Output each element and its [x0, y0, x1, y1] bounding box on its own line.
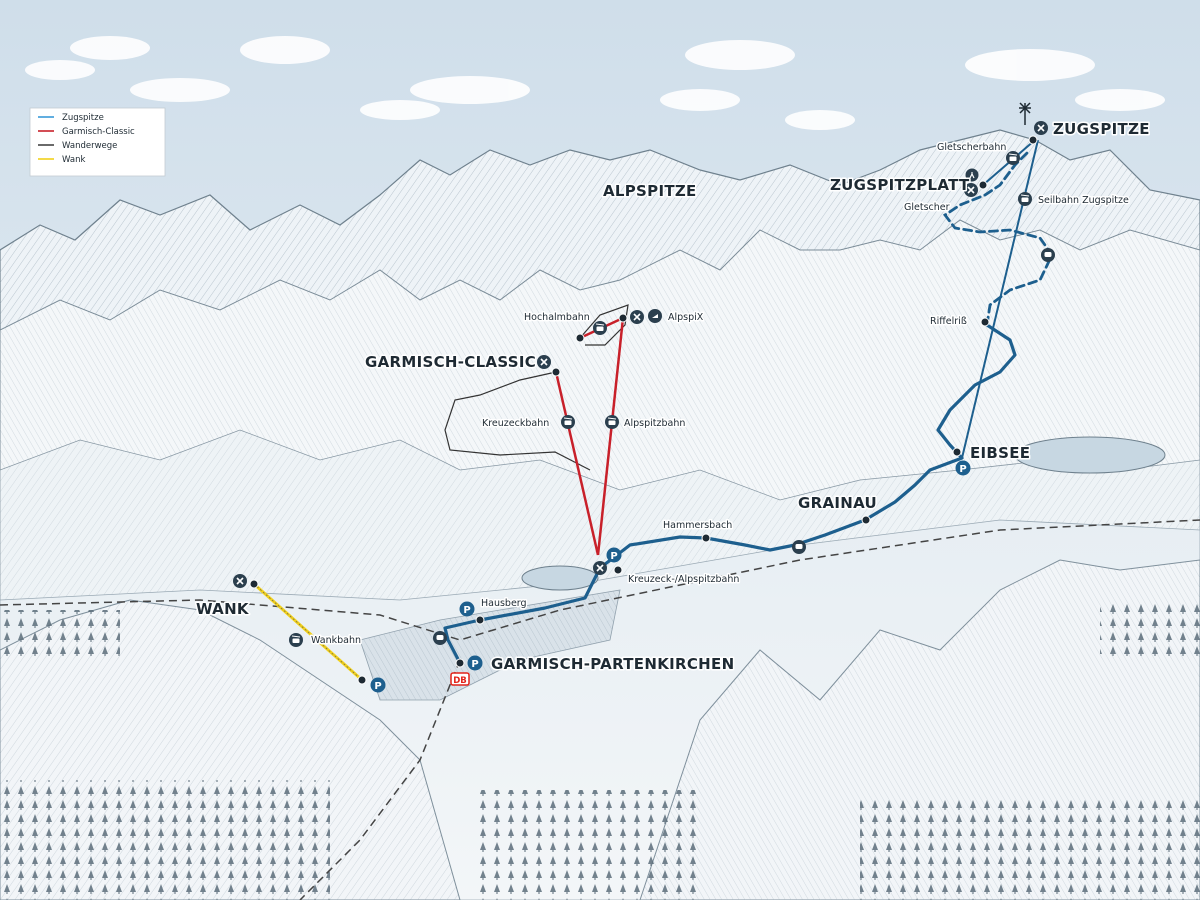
dot-zugspitze[interactable]	[1028, 135, 1038, 145]
restaurant-icon[interactable]	[964, 183, 978, 197]
legend-box	[29, 107, 166, 177]
label-gletscherbahn[interactable]: Gletscherbahn	[936, 141, 1008, 155]
dot-kreuzeck-alpspitzbahn[interactable]	[613, 565, 623, 575]
legend-item: Wanderwege	[38, 141, 117, 151]
parking-icon[interactable]: P	[955, 460, 971, 476]
wankbahn-line-edge	[253, 583, 363, 681]
forests	[0, 600, 1200, 900]
parking-badges: P P P P P	[370, 460, 971, 693]
dot-alpspix[interactable]	[618, 313, 628, 323]
svg-text:P: P	[610, 551, 617, 562]
legend-item: Garmisch-Classic	[38, 127, 135, 137]
icon-badges	[233, 121, 1055, 647]
cable-car-icon[interactable]	[605, 415, 619, 429]
train-icon[interactable]	[1041, 248, 1055, 262]
dot-zugspitzplatt[interactable]	[978, 180, 988, 190]
label-seilbahn-zugspitze[interactable]: Seilbahn Zugspitze	[1037, 194, 1131, 208]
label-hochalmbahn[interactable]: Hochalmbahn	[523, 311, 592, 325]
dot-wank-valley[interactable]	[357, 675, 367, 685]
eibsee-lake	[1014, 436, 1166, 474]
svg-text:P: P	[463, 605, 470, 616]
alpspix-platform-icon[interactable]	[648, 309, 662, 323]
svg-text:P: P	[471, 659, 478, 670]
dot-grainau[interactable]	[861, 515, 871, 525]
legend-item: Wank	[38, 155, 85, 165]
summit-cross-icon	[1019, 102, 1031, 125]
cable-car-icon[interactable]	[561, 415, 575, 429]
cable-car-icon[interactable]	[1018, 192, 1032, 206]
railway-line	[0, 519, 1200, 641]
label-zugspitzplatt[interactable]: ZUGSPITZPLATT	[829, 175, 972, 196]
dot-wank[interactable]	[249, 579, 259, 589]
label-grainau[interactable]: GRAINAU	[797, 493, 879, 514]
label-garmisch-classic[interactable]: GARMISCH-CLASSIC	[364, 352, 538, 373]
legend-label: Zugspitze	[62, 113, 104, 123]
clouds	[25, 36, 1165, 130]
cable-car-icon[interactable]	[593, 321, 607, 335]
restaurant-icon[interactable]	[630, 310, 644, 324]
label-alpspitzbahn[interactable]: Alpspitzbahn	[623, 417, 687, 431]
station-dots	[249, 135, 1038, 685]
label-garmisch-partenkirchen[interactable]: GARMISCH-PARTENKIRCHEN	[490, 654, 736, 675]
label-gletscher[interactable]: Gletscher	[903, 201, 952, 215]
zugspitzbahn-tunnel	[942, 148, 1054, 327]
restaurant-icon[interactable]	[233, 574, 247, 588]
dot-hochalm[interactable]	[575, 333, 585, 343]
svg-text:P: P	[959, 464, 966, 475]
town	[359, 589, 621, 701]
trail-hochalm	[579, 304, 629, 346]
dot-hammersbach[interactable]	[701, 533, 711, 543]
label-alpspix[interactable]: AlpspiX	[667, 311, 706, 325]
dot-hausberg[interactable]	[475, 615, 485, 625]
trail-kreuzeck	[444, 371, 591, 471]
cable-car-icon[interactable]	[1006, 151, 1020, 165]
restaurant-icon[interactable]	[537, 355, 551, 369]
hiker-icon[interactable]	[965, 168, 979, 182]
legend-label: Wanderwege	[62, 141, 117, 151]
alpspitzbahn-line	[596, 317, 625, 556]
train-icon[interactable]	[433, 631, 447, 645]
legend-label: Garmisch-Classic	[62, 127, 135, 137]
restaurant-icon[interactable]	[1034, 121, 1048, 135]
dot-garmisch[interactable]	[455, 658, 465, 668]
label-wank[interactable]: WANK	[195, 599, 252, 620]
dot-riffelriss[interactable]	[980, 317, 990, 327]
restaurant-icon[interactable]	[593, 561, 607, 575]
label-wankbahn[interactable]: Wankbahn	[310, 634, 363, 648]
dot-eibsee[interactable]	[952, 447, 962, 457]
label-hammersbach[interactable]: Hammersbach	[662, 519, 734, 533]
parking-icon[interactable]: P	[467, 655, 483, 671]
station-labels: Gletscherbahn Gletscher Seilbahn Zugspit…	[310, 141, 1131, 648]
label-zugspitze[interactable]: ZUGSPITZE	[1052, 119, 1152, 140]
label-kreuzeck-alpspitzbahn[interactable]: Kreuzeck-/Alpspitzbahn	[627, 573, 741, 587]
riessersee-lake	[521, 565, 599, 591]
parking-icon[interactable]: P	[370, 677, 386, 693]
legend-label: Wank	[62, 155, 85, 165]
area-labels: ZUGSPITZE ZUGSPITZPLATT ALPSPITZE GARMIS…	[195, 119, 1152, 675]
legend-item: Zugspitze	[38, 113, 104, 123]
parking-icon[interactable]: P	[606, 547, 622, 563]
railway-station-icon[interactable]: DB	[450, 672, 470, 686]
label-alpspitze[interactable]: ALPSPITZE	[602, 181, 698, 202]
label-kreuzeckbahn[interactable]: Kreuzeckbahn	[481, 417, 551, 431]
kreuzeckbahn-line	[554, 371, 600, 556]
svg-text:P: P	[374, 681, 381, 692]
parking-icon[interactable]: P	[459, 601, 475, 617]
train-icon[interactable]	[792, 540, 806, 554]
label-eibsee[interactable]: EIBSEE	[969, 443, 1032, 464]
cable-car-icon[interactable]	[289, 633, 303, 647]
railway-line-south	[299, 659, 461, 900]
label-riffelriss[interactable]: Riffelriß	[929, 315, 969, 329]
zugspitzbahn-route	[443, 323, 1017, 665]
dot-garmisch-classic[interactable]	[551, 367, 561, 377]
svg-text:DB: DB	[453, 676, 467, 686]
label-hausberg[interactable]: Hausberg	[480, 597, 529, 611]
